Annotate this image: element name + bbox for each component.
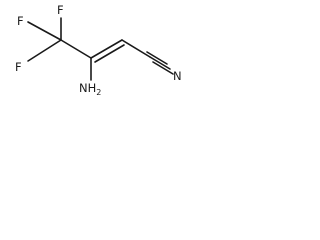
atom-labels: F F F NH2 N — [15, 3, 182, 97]
bond-nitrile-1 — [146, 51, 168, 65]
atom-label-f-top: F — [57, 3, 64, 17]
amino-subscript: 2 — [96, 88, 101, 97]
bond-cf3-c3 — [60, 39, 92, 59]
bond-c-f-left-upper — [27, 21, 62, 41]
bond-c3-c2-main — [90, 39, 123, 59]
bond-nitrile-3 — [152, 61, 174, 75]
amino-text: NH — [79, 81, 96, 95]
atom-label-f-left-lower: F — [15, 60, 22, 74]
bond-c3-c2-inner — [94, 44, 125, 63]
atom-label-f-left-upper: F — [17, 14, 24, 28]
chemical-structure-diagram: F F F NH2 N — [15, 3, 182, 97]
bond-c2-c1 — [121, 39, 151, 58]
atom-label-nitrile-n: N — [173, 69, 182, 83]
atom-label-amino: NH2 — [79, 81, 101, 97]
bond-c-f-left-lower — [27, 39, 62, 62]
bonds — [27, 17, 174, 81]
bond-nitrile-2 — [149, 56, 171, 70]
